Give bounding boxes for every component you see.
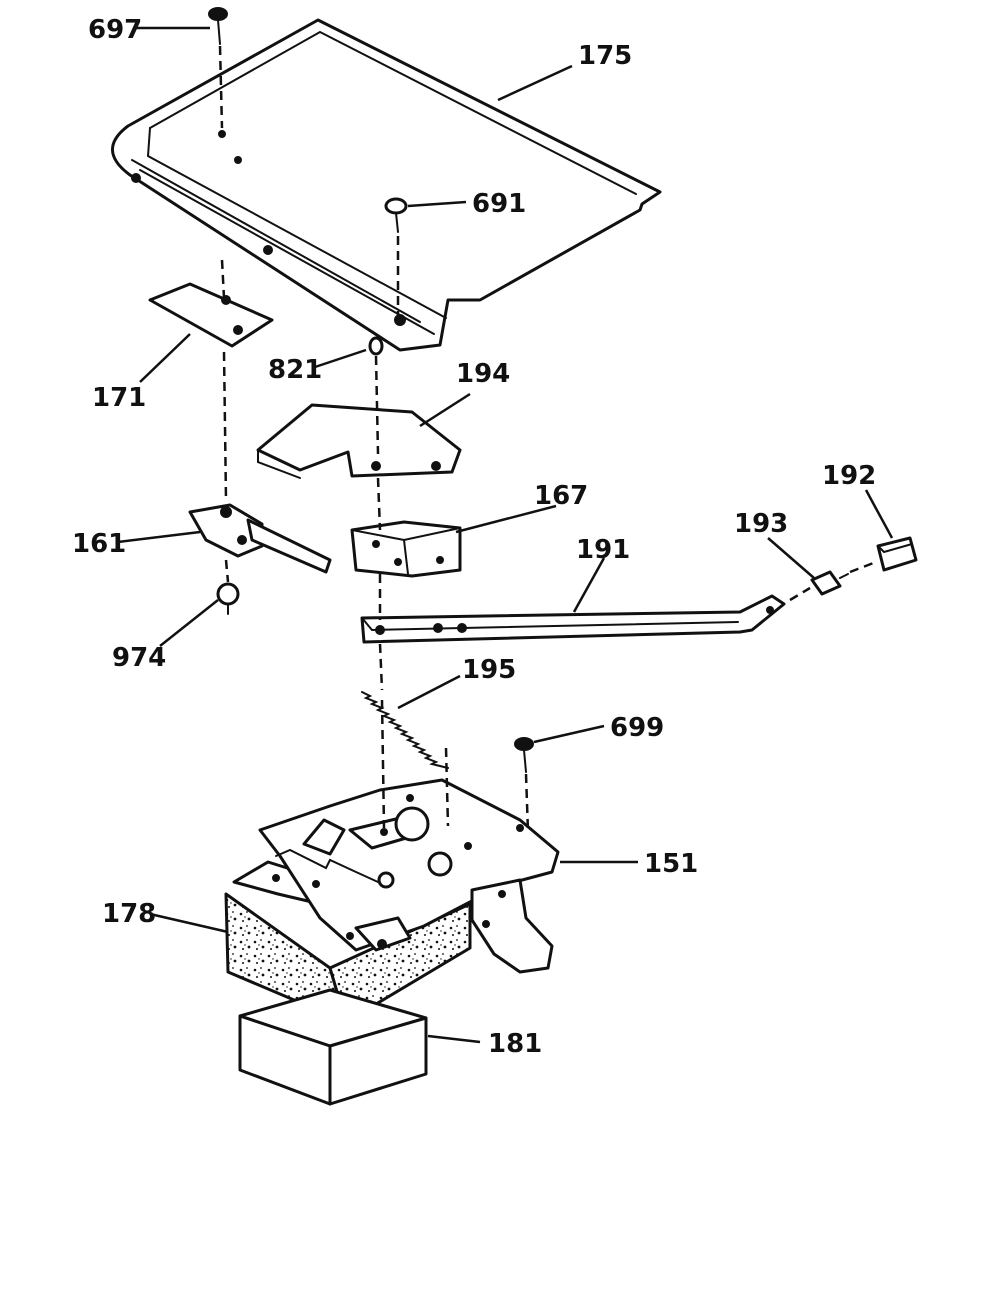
callout-161: 161 — [72, 529, 126, 559]
part-697-screw — [208, 7, 228, 45]
callout-691: 691 — [472, 189, 526, 219]
part-193-clip — [810, 570, 849, 596]
callout-697: 697 — [88, 15, 142, 45]
leader-lines — [117, 26, 894, 1044]
callout-193: 193 — [734, 509, 788, 539]
callout-192: 192 — [822, 461, 876, 491]
part-194-bracket — [256, 403, 462, 479]
callout-181: 181 — [488, 1029, 542, 1059]
callout-191: 191 — [576, 535, 630, 565]
part-191-arm — [360, 594, 786, 644]
part-167-block — [350, 520, 462, 578]
callout-167: 167 — [534, 481, 588, 511]
part-195-spring — [361, 691, 449, 769]
part-171-plate — [148, 282, 274, 348]
callout-195: 195 — [462, 655, 516, 685]
callout-821: 821 — [268, 355, 322, 385]
assembly-lines — [218, 45, 877, 833]
part-974-nut — [216, 582, 240, 615]
part-181-box — [238, 988, 428, 1106]
part-151-base-assembly — [232, 778, 560, 974]
part-699-screw — [514, 737, 534, 773]
callout-labels: 697 175 691 821 194 171 192 167 193 161 … — [72, 15, 876, 1059]
callout-699: 699 — [610, 713, 664, 743]
part-821-pin — [368, 336, 384, 356]
callout-151: 151 — [644, 849, 698, 879]
callout-194: 194 — [456, 359, 510, 389]
callout-974: 974 — [112, 643, 166, 673]
callout-175: 175 — [578, 41, 632, 71]
part-175-top-cover — [111, 18, 662, 352]
callout-178: 178 — [102, 899, 156, 929]
part-691-screw — [384, 197, 408, 233]
part-161-switch — [188, 503, 332, 574]
part-192-end-cap — [876, 536, 918, 572]
callout-171: 171 — [92, 383, 146, 413]
